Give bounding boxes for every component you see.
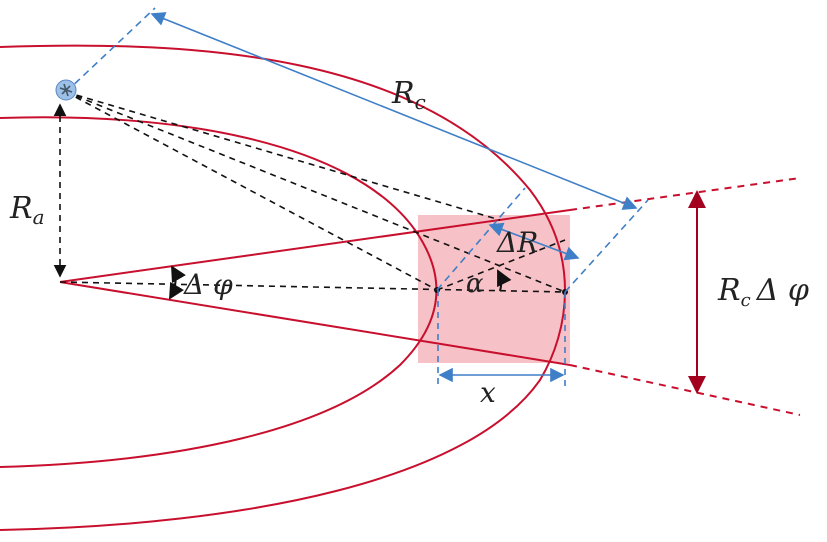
dr-extension-near <box>436 187 526 291</box>
delta-phi-label: Δ φ <box>183 268 233 301</box>
slant-line-mid <box>65 91 501 221</box>
rc-extension-right <box>564 199 649 293</box>
slant-line-far <box>65 91 566 293</box>
beam-lower-extension <box>569 364 801 416</box>
rc-extension-left <box>65 7 156 93</box>
alpha-label: α <box>466 269 484 299</box>
x-label: x <box>480 376 496 409</box>
delta-r-label: ΔR <box>496 226 538 259</box>
dr-dimension-arrow <box>488 222 580 261</box>
satellite-icon <box>55 79 77 101</box>
beam-lower-edge <box>59 281 571 366</box>
rc-dimension-arrow <box>150 12 638 210</box>
slant-line-near <box>65 91 438 291</box>
ra-label: Ra <box>9 191 45 229</box>
rc-label: Rc <box>391 76 426 114</box>
alpha-arc <box>497 269 512 292</box>
delta-phi-arc <box>168 265 186 300</box>
ground-center-line <box>59 281 566 293</box>
beam-upper-edge <box>59 209 571 283</box>
beam-upper-extension <box>569 177 801 211</box>
